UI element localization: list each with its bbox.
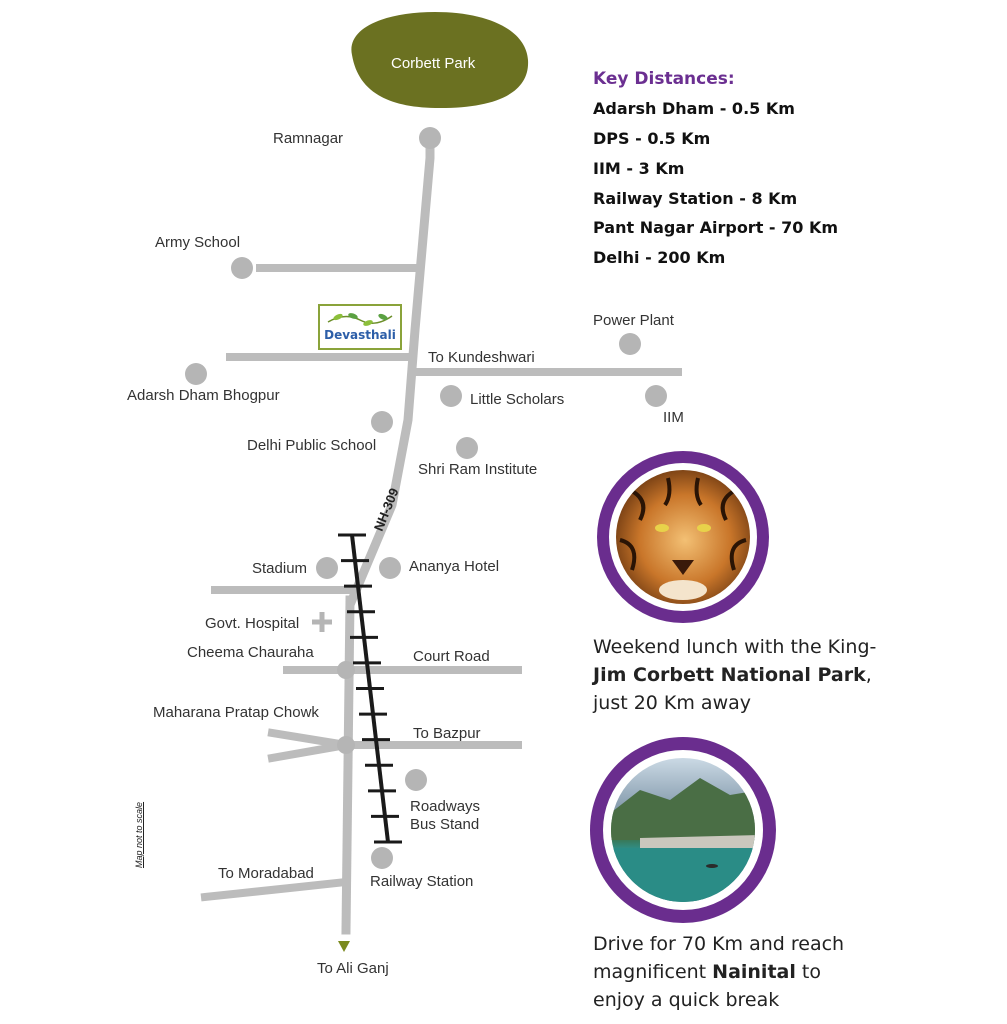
cheema-marker (337, 661, 355, 679)
nainital-promo-line3: enjoy a quick break (593, 989, 780, 1011)
key-distance-item: Pant Nagar Airport - 70 Km (593, 218, 839, 237)
stadium-label: Stadium (252, 560, 308, 577)
roadways-label-2: Bus Stand (410, 816, 480, 833)
nainital-promo-place: Nainital (712, 961, 796, 983)
moradabad-road (200, 877, 351, 902)
corbett-promo-comma: , (865, 664, 872, 686)
stadium-marker (316, 557, 338, 579)
to-ali-ganj-label: To Ali Ganj (317, 960, 389, 977)
power-plant-label: Power Plant (593, 312, 674, 329)
iim-label: IIM (663, 409, 684, 426)
to-kundeshwari-label: To Kundeshwari (428, 349, 535, 366)
tiger-image (597, 451, 769, 623)
railway-station-marker (371, 847, 393, 869)
hospital-label: Govt. Hospital (205, 615, 300, 632)
adarsh-dham-marker (185, 363, 207, 385)
shri-ram-marker (456, 437, 478, 459)
adarsh-dham-label: Adarsh Dham Bhogpur (127, 387, 280, 404)
to-moradabad-label: To Moradabad (218, 865, 314, 882)
markers (185, 127, 667, 869)
key-distance-item: Adarsh Dham - 0.5 Km (593, 99, 795, 118)
key-distance-item: DPS - 0.5 Km (593, 129, 711, 148)
nainital-promo-line1: Drive for 70 Km and reach (593, 933, 845, 955)
nh309-label: NH-309 (371, 486, 402, 533)
roadways-label-1: Roadways (410, 798, 481, 815)
ramnagar-label: Ramnagar (273, 130, 344, 147)
south-road (341, 595, 355, 935)
maharana-fork (267, 728, 347, 763)
key-distance-item: Railway Station - 8 Km (593, 189, 798, 208)
corbett-park-area (351, 12, 529, 108)
corbett-promo-park-name: Jim Corbett National Park (593, 664, 866, 686)
ananya-hotel-label: Ananya Hotel (409, 558, 500, 575)
corbett-promo-line2: Jim Corbett National Park, (593, 661, 876, 689)
railway-station-label: Railway Station (370, 873, 474, 890)
army-school-label: Army School (155, 234, 241, 251)
power-plant-marker (619, 333, 641, 355)
corbett-park-label: Corbett Park (391, 55, 476, 72)
army-school-marker (231, 257, 253, 279)
court-road-label: Court Road (413, 648, 490, 665)
nainital-lake-image (590, 737, 776, 923)
ananya-hotel-marker (379, 557, 401, 579)
key-distance-item: Delhi - 200 Km (593, 248, 726, 267)
nainital-promo-prefix: magnificent (593, 961, 713, 983)
maharana-label: Maharana Pratap Chowk (153, 704, 319, 721)
devasthali-logo-text: Devasthali (324, 328, 396, 342)
railway-line (338, 533, 402, 844)
scale-note: Map not to scale (134, 801, 144, 868)
corbett-promo-text: Weekend lunch with the King- Jim Corbett… (593, 633, 876, 717)
devasthali-logo: Devasthali (318, 304, 402, 350)
nainital-promo-text: Drive for 70 Km and reach magnificent Na… (593, 930, 844, 1014)
nainital-promo-suffix: to (795, 961, 821, 983)
key-distance-item: IIM - 3 Km (593, 159, 685, 178)
maharana-marker (337, 736, 355, 754)
roadways-marker (405, 769, 427, 791)
corbett-promo-line1: Weekend lunch with the King- (593, 636, 877, 658)
ramnagar-marker (419, 127, 441, 149)
leaf-vine-icon (327, 313, 393, 326)
corbett-promo-line3: just 20 Km away (593, 692, 752, 714)
south-arrow-icon (338, 941, 350, 952)
dps-marker (371, 411, 393, 433)
cheema-label: Cheema Chauraha (187, 644, 314, 661)
to-bazpur-label: To Bazpur (413, 725, 481, 742)
iim-marker (645, 385, 667, 407)
key-distances-title: Key Distances: (593, 69, 735, 89)
little-scholars-marker (440, 385, 462, 407)
shri-ram-label: Shri Ram Institute (418, 461, 538, 478)
hospital-cross-icon (312, 612, 332, 632)
dps-label: Delhi Public School (247, 437, 377, 454)
nainital-promo-line2: magnificent Nainital to (593, 958, 844, 986)
little-scholars-label: Little Scholars (470, 391, 565, 408)
